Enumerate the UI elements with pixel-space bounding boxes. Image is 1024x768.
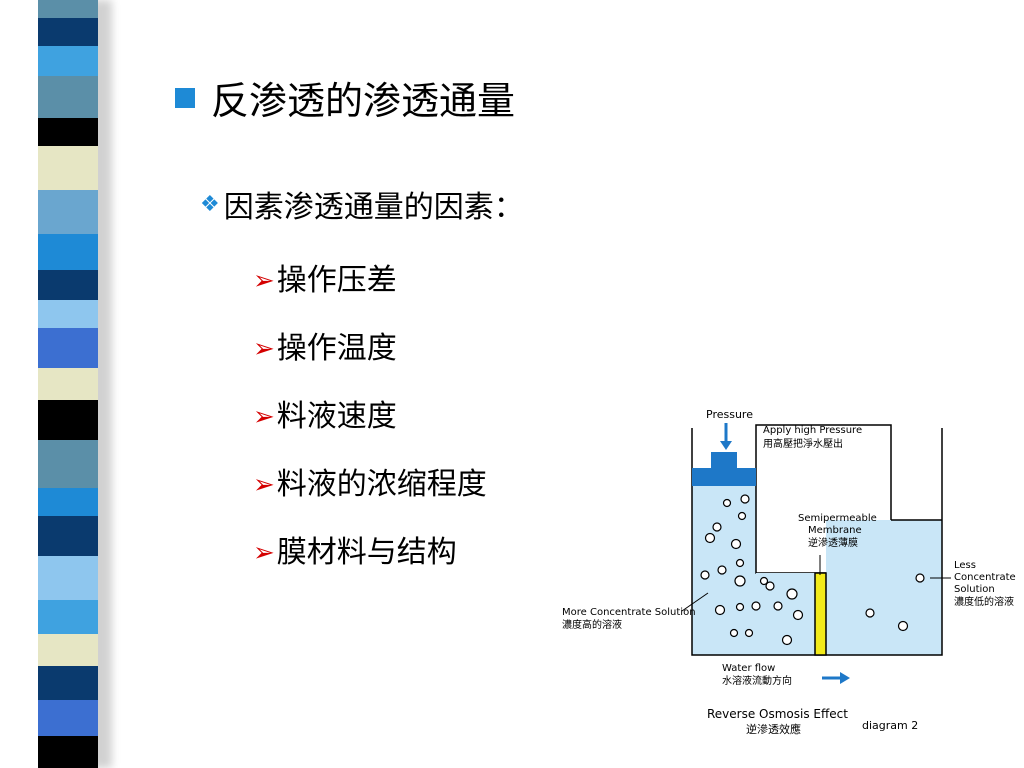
diagram-number: diagram 2	[862, 719, 918, 732]
leader-more	[681, 592, 709, 612]
more-label-en: More Concentrate Solution	[562, 607, 696, 618]
water-flow-arrowhead	[840, 672, 850, 684]
pressure-label: Pressure	[706, 408, 753, 421]
subtitle-row: ❖ 因素渗透通量的因素：	[200, 182, 524, 226]
less-label-en2: Concentrate	[954, 572, 1016, 583]
list-item: ➢ 膜材料与结构	[253, 519, 487, 587]
red-arrow-icon: ➢	[253, 402, 275, 432]
list-item: ➢ 料液的浓缩程度	[253, 451, 487, 519]
less-label-en1: Less	[954, 560, 976, 571]
diamond-cluster-icon: ❖	[200, 191, 220, 217]
solute-particles-right	[865, 573, 925, 632]
red-arrow-icon: ➢	[253, 470, 275, 500]
subtitle-text: 因素渗透通量的因素：	[223, 190, 524, 225]
list-item-label: 料液速度	[276, 399, 397, 434]
piston-plate	[692, 468, 756, 486]
pressure-arrowhead	[720, 441, 732, 450]
red-arrow-icon: ➢	[253, 334, 275, 364]
apply-pressure-en: Apply high Pressure	[763, 425, 862, 436]
list-item-label: 膜材料与结构	[276, 535, 457, 570]
solute-particles-left	[700, 494, 804, 646]
membrane-label-en2: Membrane	[808, 525, 862, 536]
list-item-label: 操作压差	[276, 263, 397, 298]
apply-pressure-zh: 用高壓把淨水壓出	[763, 437, 843, 450]
less-label-zh: 濃度低的溶液	[954, 595, 1014, 608]
effect-title-zh: 逆滲透效應	[746, 722, 801, 736]
slide-title: 反渗透的渗透通量	[211, 79, 516, 123]
decorative-stripe	[38, 0, 98, 768]
red-arrow-icon: ➢	[253, 266, 275, 296]
less-label-en3: Solution	[954, 584, 995, 595]
water-flow-en: Water flow	[722, 663, 775, 674]
membrane	[814, 572, 827, 656]
dilute-solution-area	[826, 520, 942, 655]
bullet-list: ➢ 操作压差 ➢ 操作温度 ➢ 料液速度 ➢ 料液的浓缩程度 ➢ 膜材料与结构	[253, 247, 487, 587]
list-item: ➢ 料液速度	[253, 383, 487, 451]
blue-square-icon	[175, 87, 195, 108]
membrane-label-zh: 逆滲透薄膜	[808, 536, 858, 549]
red-arrow-icon: ➢	[253, 538, 275, 568]
more-label-zh: 濃度高的溶液	[562, 618, 622, 631]
effect-title-en: Reverse Osmosis Effect	[707, 707, 848, 721]
list-item: ➢ 操作温度	[253, 315, 487, 383]
reverse-osmosis-diagram: Pressure Apply high Pressure 用高壓把淨水壓出 Se…	[562, 408, 1016, 736]
list-item-label: 操作温度	[276, 331, 397, 366]
membrane-label-en1: Semipermeable	[798, 513, 877, 524]
list-item: ➢ 操作压差	[253, 247, 487, 315]
piston-handle	[711, 452, 737, 468]
slide-title-row: 反渗透的渗透通量	[175, 70, 515, 125]
water-flow-zh: 水溶液流動方向	[722, 674, 792, 687]
list-item-label: 料液的浓缩程度	[276, 467, 487, 502]
